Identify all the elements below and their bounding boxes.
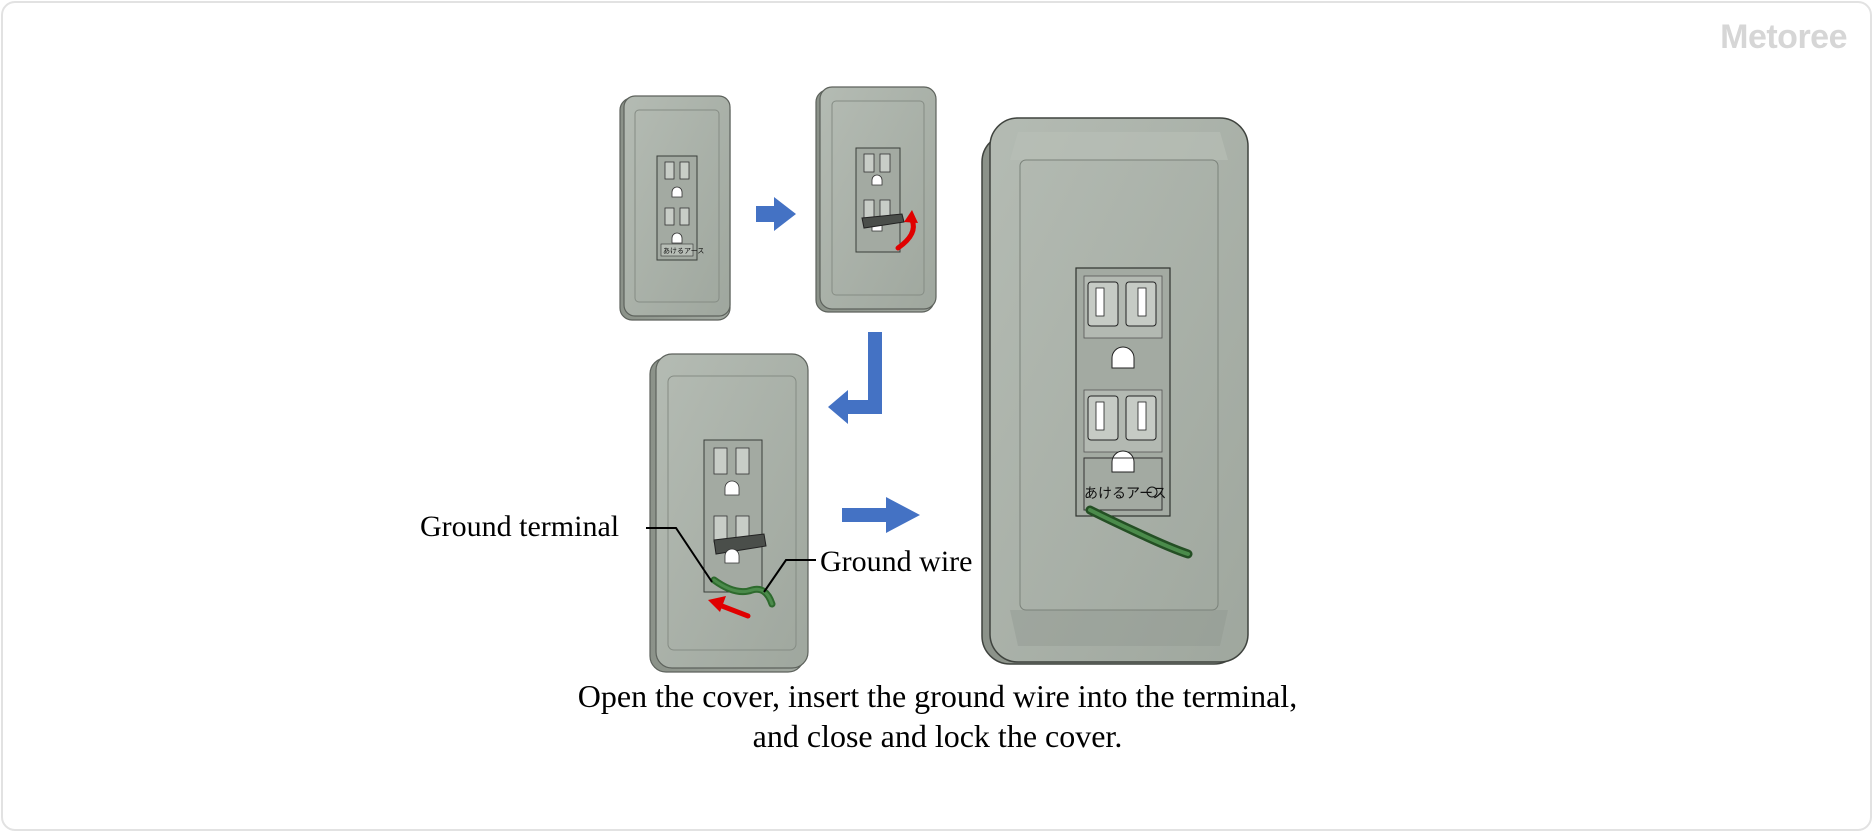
outlet-marking-large: あけるアース: [1084, 486, 1166, 502]
step-arrow-right-1: [756, 197, 796, 231]
ground-wire-leader: [763, 559, 816, 593]
ground-wire-label: Ground wire: [820, 545, 973, 578]
brand-watermark: Metoree: [1720, 18, 1847, 56]
caption-line-2: and close and lock the cover.: [752, 718, 1123, 754]
outlet-plate-step-1: あけるアース: [619, 95, 731, 321]
step-arrow-right-2: [842, 497, 920, 533]
step-arrow-down-left: [828, 332, 882, 424]
caption-line-1: Open the cover, insert the ground wire i…: [577, 678, 1298, 714]
outlet-plate-step-3: [649, 353, 809, 673]
outlet-marking-small: あけるアース: [663, 247, 704, 255]
ground-terminal-leader: [646, 527, 713, 583]
outlet-plate-step-2: [815, 86, 937, 313]
ground-terminal-label: Ground terminal: [420, 510, 620, 543]
outlet-plate-final: あけるアース: [981, 117, 1249, 665]
